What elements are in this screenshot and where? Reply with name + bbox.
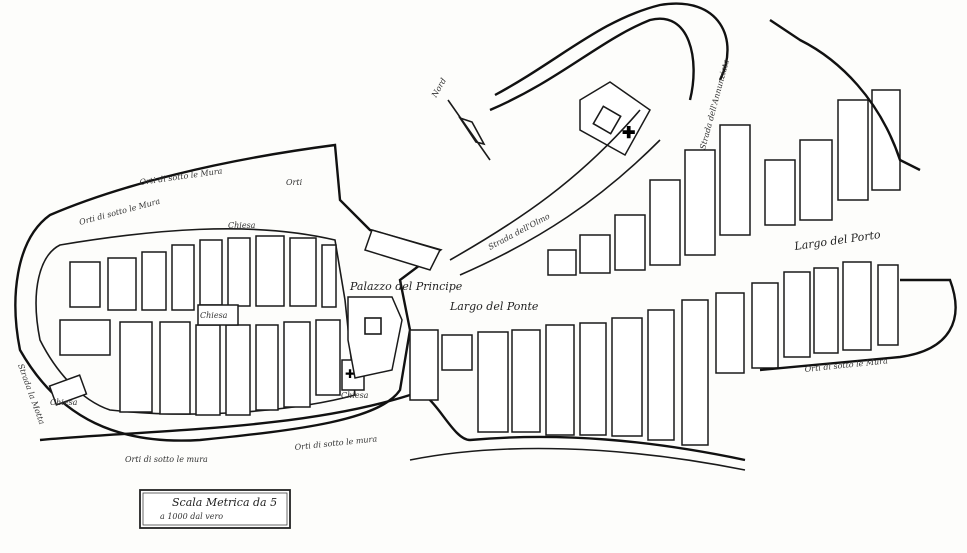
- east-shore: [759, 278, 957, 372]
- label-orti-bottom-right: Orti di sotto le mura: [294, 434, 378, 452]
- label-palazzo: Palazzo del Principe: [349, 280, 463, 293]
- hill-church: [579, 81, 651, 157]
- label-strada-motta: Strada la Motta: [16, 363, 46, 426]
- label-largo-ponte: Largo del Ponte: [449, 300, 539, 313]
- road-bottom: [39, 391, 746, 462]
- central-church: [197, 304, 239, 326]
- label-chiesa-center: Chiesa: [200, 311, 228, 320]
- scale-line-1: Scala Metrica da 5: [172, 496, 277, 509]
- old-town-blocks: [59, 235, 341, 416]
- label-orti-bottom: Orti di sotto le mura: [125, 455, 208, 464]
- river-bank-inner: [494, 2, 729, 97]
- label-chiesa-top: Chiesa: [228, 221, 256, 230]
- left-church: [48, 374, 88, 406]
- label-largo-porto: Largo del Porto: [793, 228, 882, 253]
- new-town-blocks-upper: [547, 89, 901, 276]
- label-orti-top-mid: Orti di sotto le Mura: [139, 166, 223, 187]
- label-chiesa-right: Chiesa: [341, 391, 369, 400]
- cross-icon: ✚: [622, 125, 635, 142]
- palazzo-del-principe: [347, 296, 403, 379]
- scale-line-2: a 1000 dal vero: [160, 512, 223, 521]
- scale-box: [139, 489, 291, 529]
- new-town-blocks-lower: [409, 261, 899, 446]
- north-label: Nord: [429, 77, 448, 100]
- road-strada-olmo: [449, 109, 641, 261]
- north-arrow: Nord: [429, 77, 491, 161]
- river-bank-outer: [489, 17, 695, 112]
- label-orti-porto: Orti di sotto le Mura: [804, 356, 888, 374]
- city-wall-inner: [35, 228, 356, 415]
- arsenal: [364, 229, 442, 271]
- label-chiesa-left: Chiesa: [50, 398, 78, 407]
- label-orti-top-left: Orti di sotto le Mura: [78, 197, 161, 227]
- cross-icon: ✚: [345, 367, 355, 381]
- label-orti-top-right: Orti: [286, 178, 303, 187]
